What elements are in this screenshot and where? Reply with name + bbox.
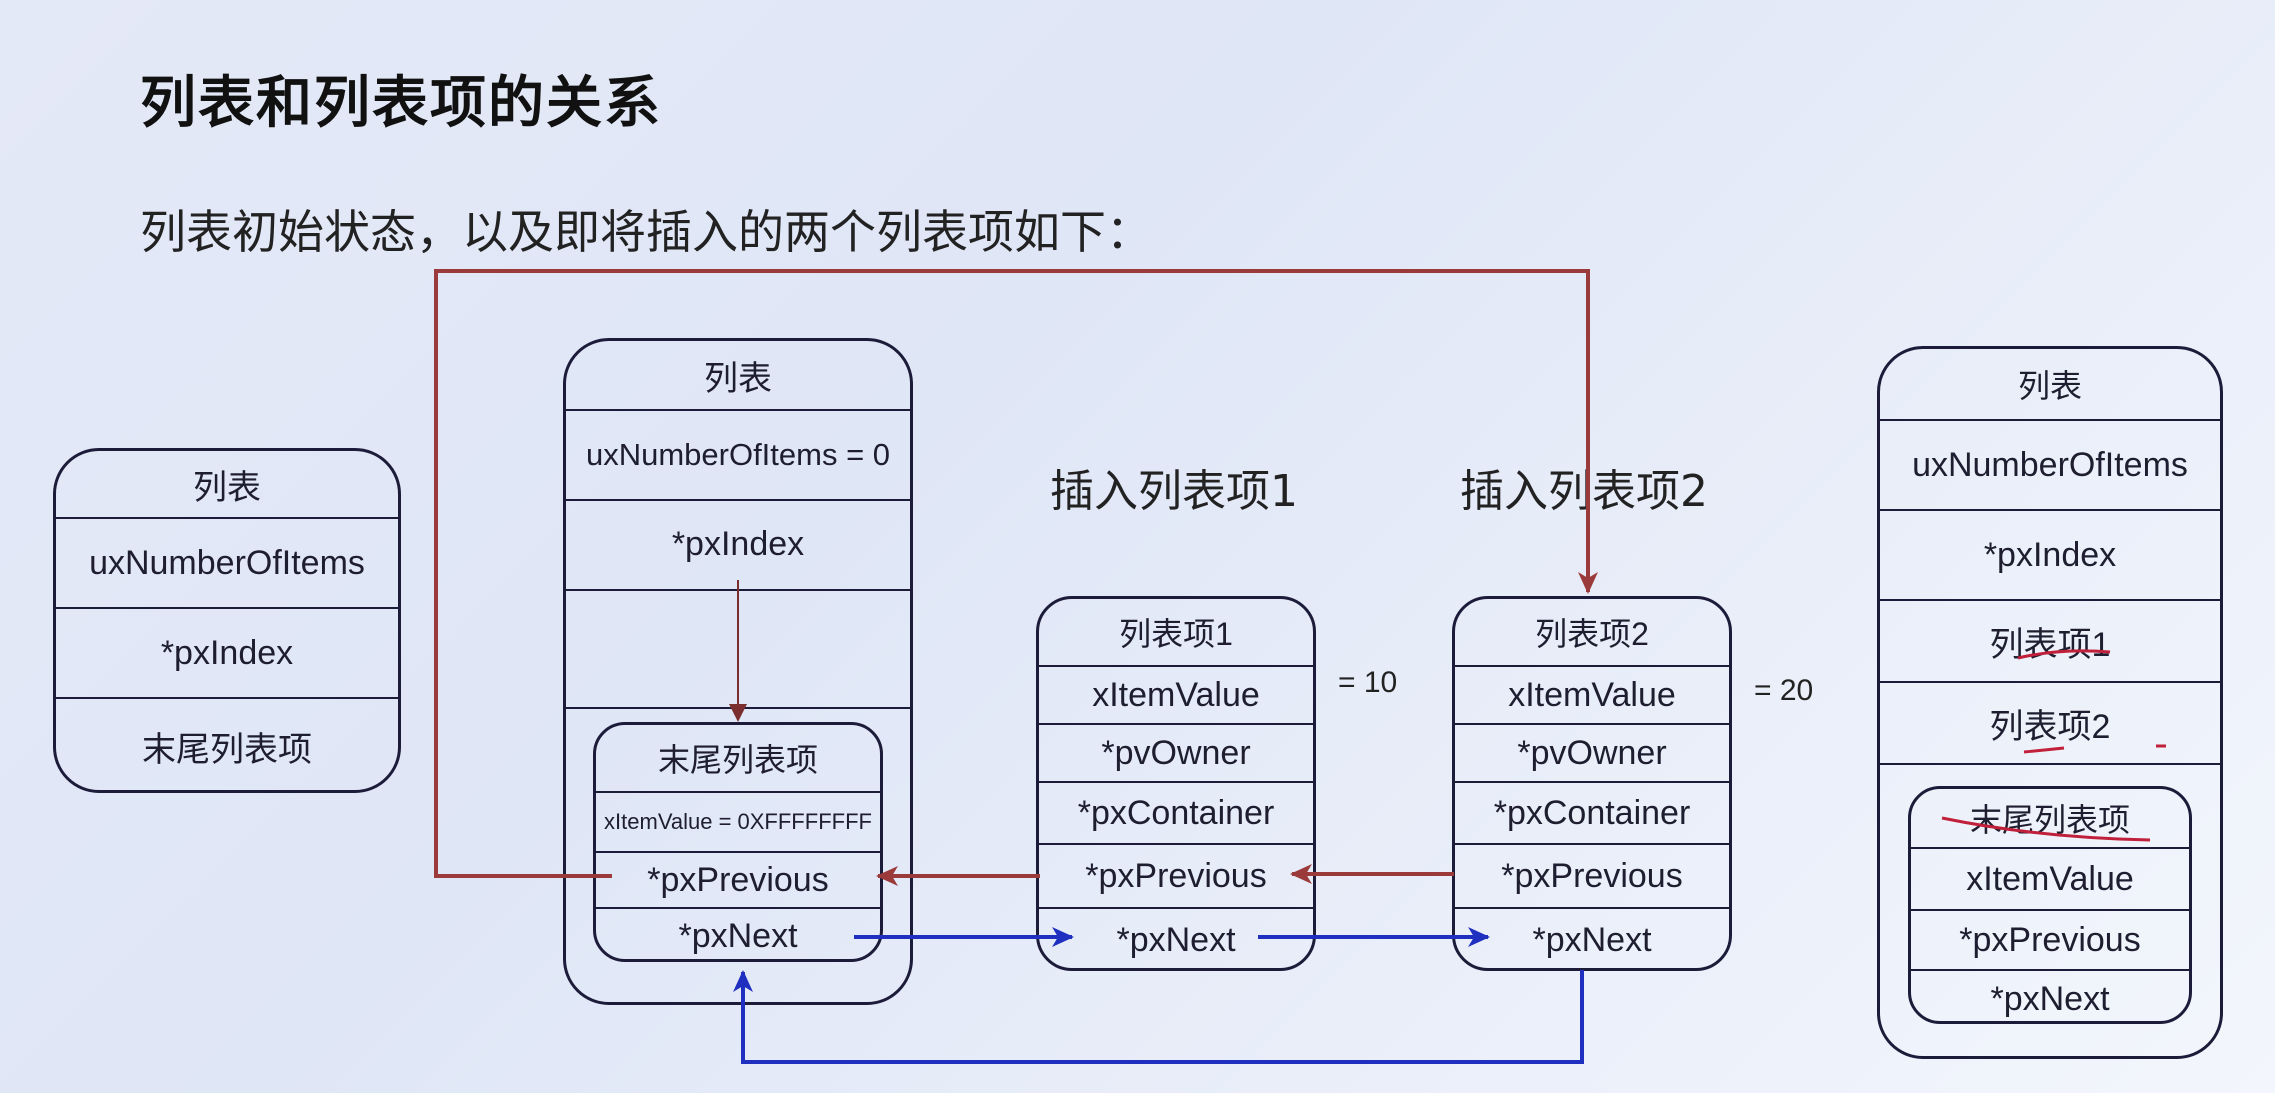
init-list-row-empty — [566, 589, 910, 707]
item2-pxnext: *pxNext — [1455, 907, 1729, 968]
item1-pxcontainer: *pxContainer — [1039, 781, 1313, 843]
right-list-row-item2: 列表项2 — [1880, 681, 2220, 763]
init-end-item-box: 末尾列表项 xItemValue = 0XFFFFFFFF *pxPreviou… — [593, 722, 883, 962]
init-list-divider — [566, 707, 910, 709]
left-list-box: 列表 uxNumberOfItems *pxIndex 末尾列表项 — [53, 448, 401, 793]
item1-pxprevious: *pxPrevious — [1039, 843, 1313, 907]
right-end-item-previous: *pxPrevious — [1911, 909, 2189, 969]
right-end-item-header: 末尾列表项 — [1969, 802, 2130, 838]
item1-box: 列表项1 xItemValue *pvOwner *pxContainer *p… — [1036, 596, 1316, 971]
right-list-divider — [1880, 763, 2220, 765]
init-end-item-next: *pxNext — [596, 907, 880, 959]
init-list-row-index: *pxIndex — [566, 499, 910, 589]
item1-header: 列表项1 — [1119, 616, 1233, 652]
item2-box: 列表项2 xItemValue *pvOwner *pxContainer *p… — [1452, 596, 1732, 971]
item2-pxcontainer: *pxContainer — [1455, 781, 1729, 843]
page-title: 列表和列表项的关系 — [140, 71, 662, 136]
item2-header: 列表项2 — [1535, 616, 1649, 652]
right-list-row-index: *pxIndex — [1880, 509, 2220, 599]
init-end-item-header: 末尾列表项 — [657, 742, 818, 778]
right-list-header: 列表 — [2017, 368, 2082, 404]
item1-value-note: = 10 — [1338, 666, 1398, 699]
right-list-box: 列表 uxNumberOfItems *pxIndex 列表项1 列表项2 — [1877, 346, 2223, 1059]
item1-xitemvalue: xItemValue — [1039, 665, 1313, 723]
item2-pxprevious: *pxPrevious — [1455, 843, 1729, 907]
right-list-row-item1: 列表项1 — [1880, 599, 2220, 681]
item1-pxnext: *pxNext — [1039, 907, 1313, 968]
insert-item1-label: 插入列表项1 — [1050, 466, 1298, 517]
item2-xitemvalue: xItemValue — [1455, 665, 1729, 723]
right-list-row-count: uxNumberOfItems — [1880, 419, 2220, 509]
init-list-row-count: uxNumberOfItems = 0 — [566, 409, 910, 499]
left-list-row-end: 末尾列表项 — [56, 697, 398, 790]
init-end-item-value: xItemValue = 0XFFFFFFFF — [596, 791, 880, 851]
page-subtitle: 列表初始状态，以及即将插入的两个列表项如下： — [140, 205, 1152, 259]
left-list-row-count: uxNumberOfItems — [56, 517, 398, 607]
item2-value-note: = 20 — [1754, 674, 1814, 707]
init-end-item-previous: *pxPrevious — [596, 851, 880, 907]
right-end-item-next: *pxNext — [1911, 969, 2189, 1021]
right-end-item-box: 末尾列表项 xItemValue *pxPrevious *pxNext — [1908, 786, 2192, 1024]
item1-pvowner: *pvOwner — [1039, 723, 1313, 781]
right-end-item-value: xItemValue — [1911, 847, 2189, 909]
left-list-header: 列表 — [193, 468, 261, 507]
init-list-header: 列表 — [704, 359, 772, 398]
insert-item2-label: 插入列表项2 — [1460, 466, 1708, 517]
item2-pvowner: *pvOwner — [1455, 723, 1729, 781]
left-list-row-index: *pxIndex — [56, 607, 398, 697]
